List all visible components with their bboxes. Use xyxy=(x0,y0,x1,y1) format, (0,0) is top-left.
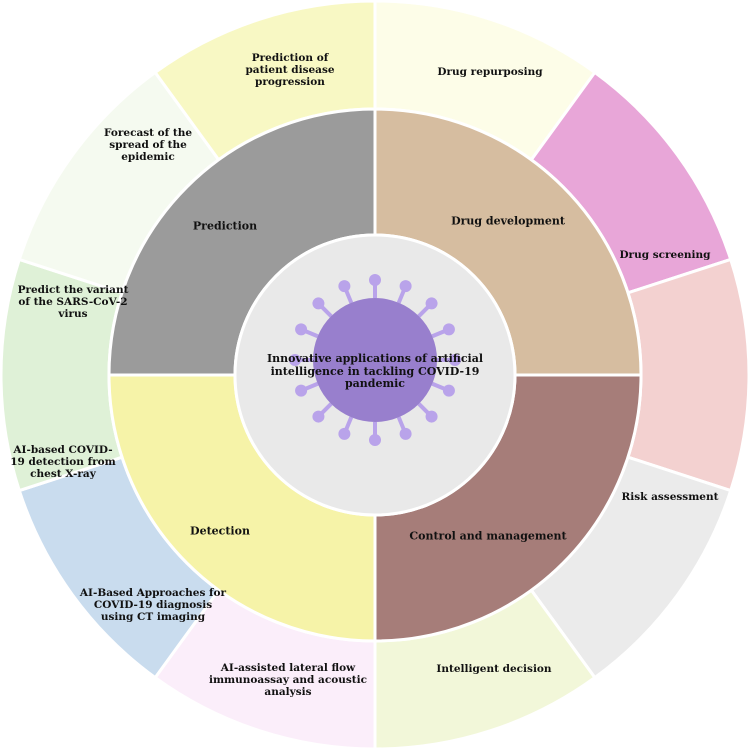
inner-ring xyxy=(107,107,643,643)
virus-spike-tip xyxy=(399,280,412,293)
virus-spike-tip xyxy=(449,354,461,366)
virus-spike-tip xyxy=(369,274,381,286)
outer-label-disease-progression: Prediction of patient disease progressio… xyxy=(245,51,335,89)
virus-spike-tip xyxy=(312,297,325,310)
outer-label-drug-screening: Drug screening xyxy=(619,248,711,261)
outer-label-lateral-flow: AI-assisted lateral flow immunoassay and… xyxy=(208,661,368,699)
quadrant-label-detection: Detection xyxy=(190,524,250,538)
outer-segment-risk-assessment xyxy=(626,257,750,493)
quadrant-label-drug-development: Drug development xyxy=(451,214,565,228)
outer-label-epidemic-spread: Forecast of the spread of the epidemic xyxy=(103,126,193,164)
virus-spike-tip xyxy=(295,384,308,397)
virus-spike-tip xyxy=(442,323,455,336)
outer-label-drug-repurposing: Drug repurposing xyxy=(437,65,543,78)
virus-spike-tip xyxy=(312,410,325,423)
coronavirus-illustration xyxy=(289,274,461,446)
quadrant-label-control-management: Control and management xyxy=(409,529,567,543)
center-title: Innovative applications of artificial in… xyxy=(266,352,484,391)
outer-label-ct-imaging: AI-Based Approaches for COVID-19 diagnos… xyxy=(79,586,227,624)
outer-label-sars-variant: Predict the variant of the SARS-CoV-2 vi… xyxy=(17,283,129,321)
virus-spike-tip xyxy=(369,434,381,446)
outer-label-intelligent-decision: Intelligent decision xyxy=(436,662,552,675)
virus-spike-tip xyxy=(338,280,351,293)
quadrant-label-prediction: Prediction xyxy=(192,219,258,233)
virus-spike-tip xyxy=(399,427,412,440)
virus-spike-tip xyxy=(425,297,438,310)
virus-spike-tip xyxy=(338,427,351,440)
outer-label-chest-xray: AI-based COVID-19 detection from chest X… xyxy=(10,443,116,481)
virus-body xyxy=(313,298,437,422)
outer-label-risk-assessment: Risk assessment xyxy=(621,490,719,503)
virus-spike-tip xyxy=(295,323,308,336)
virus-spike-tip xyxy=(425,410,438,423)
virus-spike-tip xyxy=(442,384,455,397)
virus-spike-tip xyxy=(289,354,301,366)
